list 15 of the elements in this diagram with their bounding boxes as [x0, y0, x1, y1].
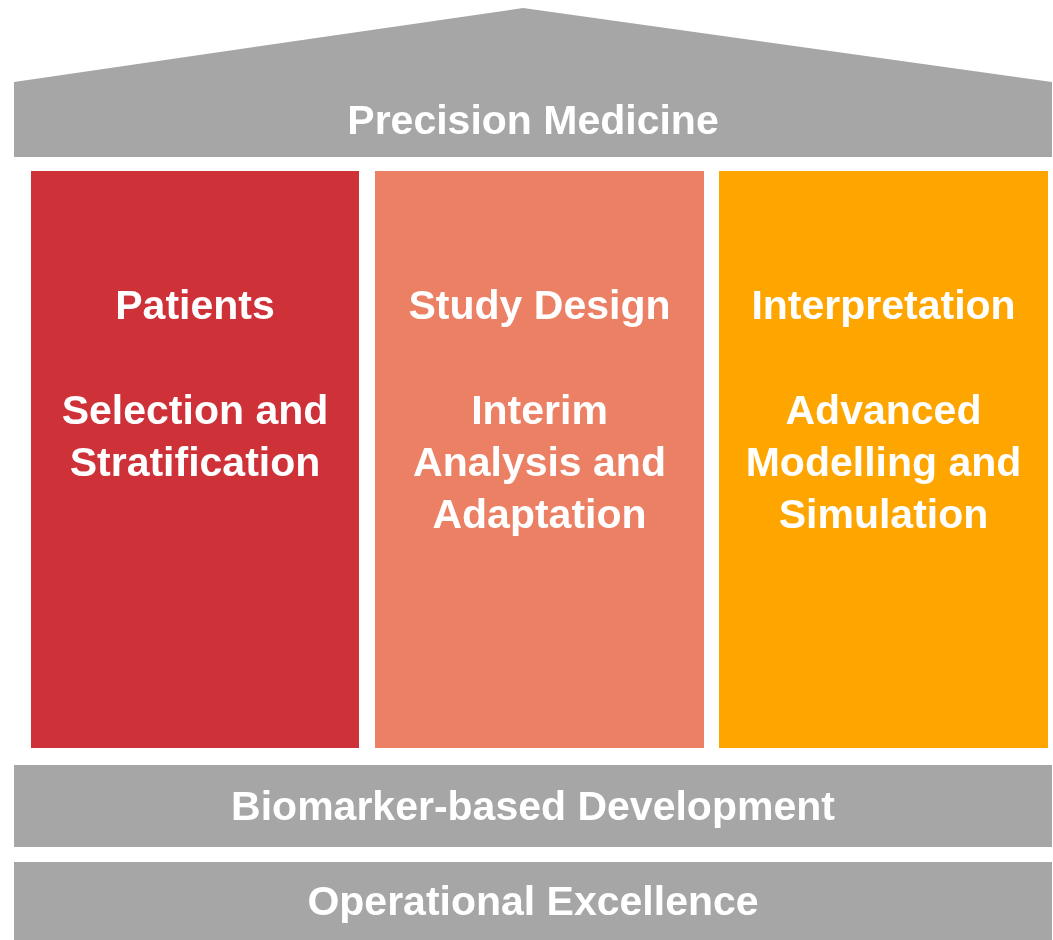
foundation-band — [14, 765, 1052, 847]
heading-text: Operational Excellence — [306, 877, 760, 926]
heading-text: Study Design — [407, 281, 672, 330]
heading-text: Patients — [114, 281, 276, 330]
heading-text: Interpretation — [750, 281, 1017, 330]
pillar-box — [375, 171, 704, 748]
roof-band — [14, 8, 1052, 157]
heading-text: Biomarker-based Development — [230, 782, 836, 831]
heading-text: Precision Medicine — [346, 95, 720, 145]
body-text: Advanced Modelling and Simulation — [744, 386, 1023, 539]
foundation-band — [14, 862, 1052, 940]
body-text: Interim Analysis and Adaptation — [412, 386, 667, 539]
pillar-box — [31, 171, 359, 748]
body-text: Selection and Stratification — [60, 386, 330, 487]
pillar-box — [719, 171, 1048, 748]
